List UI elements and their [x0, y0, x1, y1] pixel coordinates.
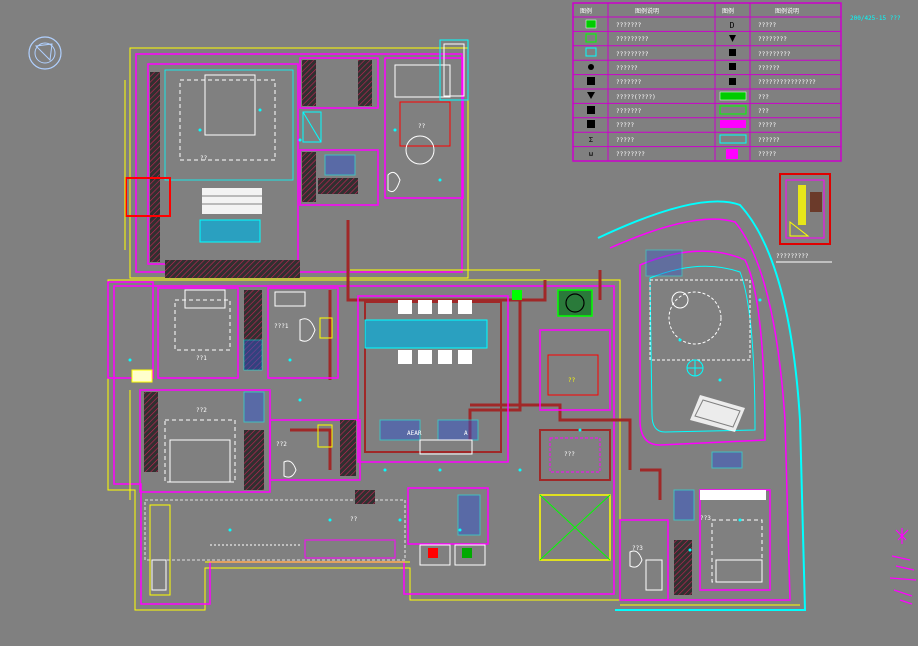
- legend-row-2-desc-1: ?????????: [616, 36, 649, 43]
- detail-inset: [779, 173, 831, 245]
- room-label-bedroom-4: ??3: [700, 515, 711, 522]
- room-label-bath-3: ??3: [632, 545, 643, 552]
- entry-zone: [407, 487, 489, 566]
- fixture-markers: [128, 108, 762, 552]
- room-label-master-bedroom: ??: [200, 155, 208, 162]
- bedroom-3-zone: [139, 389, 271, 493]
- legend-row-2-desc-2: ????????: [758, 36, 787, 43]
- legend-row-6-desc-1: ?????(????): [616, 94, 656, 101]
- legend-row-5-desc-2: ????????????????: [758, 79, 816, 86]
- legend-row-4-desc-1: ??????: [616, 65, 638, 72]
- room-label-balcony: ??: [350, 516, 358, 523]
- legend-row-10-desc-1: ????????: [616, 151, 645, 158]
- bath-upper-zone: [384, 39, 469, 199]
- equipment-label-ac-unit-b: A: [464, 430, 468, 437]
- legend-header-desc-2: 图例说明: [775, 7, 799, 15]
- legend-symbols: Σ ω D: [585, 19, 747, 159]
- legend-table: 图例 图例说明 图例 图例说明 Σ ω D ???????: [572, 2, 842, 162]
- legend-header-symbol-1: 图例: [580, 7, 592, 15]
- duct-runs: [290, 220, 662, 500]
- svg-text:ω: ω: [589, 150, 593, 158]
- room-label-lift-lobby: ??: [568, 377, 576, 384]
- dining-zone: [357, 295, 509, 463]
- top-right-note: 200/425-15 ???: [850, 15, 901, 22]
- legend-row-4-desc-2: ??????: [758, 65, 780, 72]
- bath-lower-zone: [269, 419, 361, 481]
- legend-row-7-desc-2: ???: [758, 108, 769, 115]
- legend-row-6-desc-2: ???: [758, 94, 769, 101]
- bedroom-4-zone: [673, 489, 771, 595]
- room-label-bath-upper: ??: [418, 123, 426, 130]
- balcony-zone: [144, 490, 406, 596]
- highlight-box: [125, 177, 171, 217]
- living-zone: [639, 249, 766, 469]
- trim-lines: [124, 80, 800, 606]
- closet-block-upper: [299, 57, 379, 206]
- legend-row-1-desc-1: ???????: [616, 22, 642, 29]
- legend-row-7-desc-1: ???????: [616, 108, 642, 115]
- bedroom-2-zone: [107, 281, 263, 383]
- revision-marks: [889, 528, 917, 605]
- legend-header-symbol-2: 图例: [722, 7, 734, 15]
- legend-row-5-desc-1: ???????: [616, 79, 642, 86]
- legend-row-10-desc-2: ?????: [758, 151, 776, 158]
- legend-row-1-desc-2: ?????: [758, 22, 776, 29]
- north-arrow-icon: [28, 36, 62, 70]
- detail-caption: ?????????: [776, 253, 809, 260]
- master-bedroom-zone: [147, 63, 300, 278]
- legend-row-8-desc-1: ?????: [616, 122, 634, 129]
- legend-row-9-desc-2: ??????: [758, 137, 780, 144]
- lift-core: [539, 329, 611, 561]
- legend-row-3-desc-1: ?????????: [616, 51, 649, 58]
- bath-3-zone: [619, 519, 669, 601]
- legend-header-desc-1: 图例说明: [635, 7, 659, 15]
- legend-row-3-desc-2: ?????????: [758, 51, 791, 58]
- legend-row-9-desc-1: ?????: [616, 137, 634, 144]
- room-label-bedroom-2: ??1: [196, 355, 207, 362]
- bath-mid-zone: [267, 287, 339, 379]
- room-label-bath-lower: ??2: [276, 441, 287, 448]
- svg-text:D: D: [730, 21, 735, 30]
- room-label-stair: ???: [564, 451, 575, 458]
- svg-text:Σ: Σ: [589, 136, 593, 144]
- legend-row-8-desc-2: ?????: [758, 122, 776, 129]
- room-label-bath-mid: ???1: [274, 323, 289, 330]
- room-label-bedroom-3: ??2: [196, 407, 207, 414]
- equipment-label-ac-unit-a: AEAR: [407, 430, 422, 437]
- air-handler-icon: [512, 289, 593, 317]
